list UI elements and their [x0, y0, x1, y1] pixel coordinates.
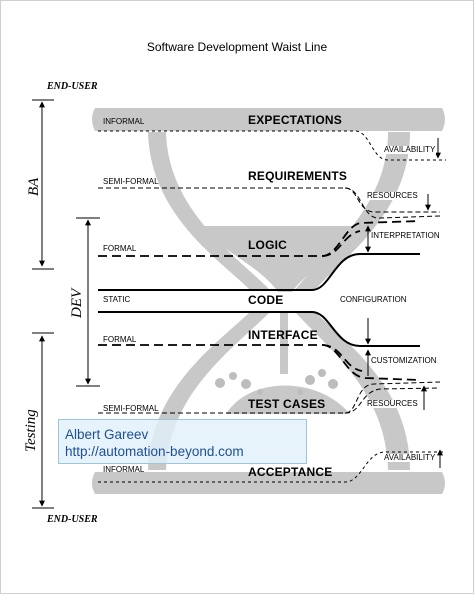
span-arrows [32, 99, 100, 509]
hourglass-upper-sand [200, 226, 375, 292]
interpretation-label: INTERPRETATION [370, 231, 441, 240]
hourglass-sand-stream [280, 312, 288, 374]
requirements-line-2 [344, 187, 441, 219]
customization-label: CUSTOMIZATION [370, 356, 438, 365]
formality-code: STATIC [103, 295, 131, 304]
formality-test-cases: SEMI-FORMAL [103, 404, 159, 413]
formality-acceptance: INFORMAL [103, 465, 145, 474]
author-watermark: Albert Gareev http://automation-beyond.c… [58, 419, 307, 464]
watermark-url[interactable]: http://automation-beyond.com [65, 444, 244, 459]
level-requirements: REQUIREMENTS [248, 169, 348, 183]
formality-expectations: INFORMAL [103, 117, 145, 126]
code-line-bottom [98, 311, 420, 347]
acceptance-line [98, 451, 446, 483]
availability-top-label: AVAILABILITY [383, 145, 437, 154]
watermark-name: Albert Gareev [65, 427, 149, 442]
dev-label: DEV [69, 288, 85, 318]
testing-label: Testing [23, 409, 39, 452]
test-cases-line [98, 381, 441, 414]
level-acceptance: ACCEPTANCE [248, 465, 333, 479]
configuration-label: CONFIGURATION [339, 295, 408, 304]
level-code: CODE [248, 293, 284, 307]
level-logic: LOGIC [248, 238, 287, 252]
hourglass-top-plate [92, 108, 445, 131]
logic-line-2 [321, 230, 361, 257]
availability-bottom-label: AVAILABILITY [383, 453, 437, 462]
level-lines [98, 130, 446, 483]
level-interface: INTERFACE [248, 328, 318, 342]
end-user-top-label: END-USER [47, 81, 98, 92]
formality-interface: FORMAL [103, 335, 137, 344]
formality-requirements: SEMI-FORMAL [103, 177, 159, 186]
annotation-arrows [365, 138, 443, 468]
hourglass-bottom-plate [92, 472, 445, 494]
resources-bottom-label: RESOURCES [366, 399, 419, 408]
interface-line-2 [321, 344, 363, 372]
diagram-title: Software Development Waist Line [146, 40, 328, 54]
hourglass-left-post-top [148, 132, 270, 290]
resources-top-label: RESOURCES [366, 191, 419, 200]
sand-splash [215, 369, 338, 395]
formality-logic: FORMAL [103, 244, 137, 253]
code-line-top [98, 253, 420, 291]
hourglass-lower-sand [226, 385, 350, 414]
end-user-bottom-label: END-USER [47, 514, 98, 525]
requirements-line [98, 187, 440, 213]
ba-label: BA [26, 177, 42, 196]
level-expectations: EXPECTATIONS [248, 113, 342, 127]
test-cases-line-2 [344, 387, 441, 414]
expectations-line [98, 130, 446, 161]
level-test-cases: TEST CASES [248, 397, 326, 411]
